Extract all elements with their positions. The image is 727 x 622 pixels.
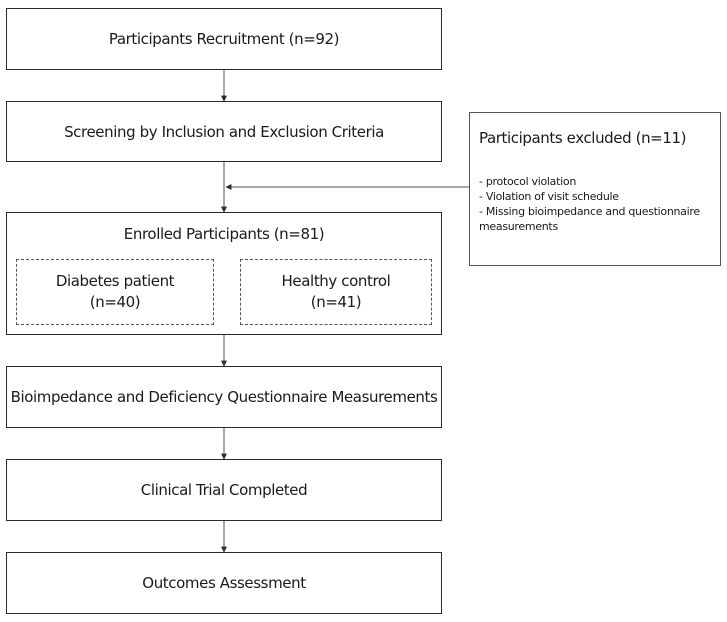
enrolled-title: Enrolled Participants (n=81) [123,225,325,243]
healthy-group-label: Healthy control [281,272,391,290]
screening-box: Screening by Inclusion and Exclusion Cri… [6,101,442,162]
completed-label: Clinical Trial Completed [140,481,308,499]
excluded-reason: - Violation of visit schedule [479,190,619,203]
measurements-label: Bioimpedance and Deficiency Questionnair… [10,388,438,406]
outcomes-box: Outcomes Assessment [6,552,442,614]
excluded-reason: - protocol violation [479,175,576,188]
screening-label: Screening by Inclusion and Exclusion Cri… [64,122,384,141]
excluded-box: Participants excluded (n=11) - protocol … [469,112,721,266]
recruitment-label: Participants Recruitment (n=92) [108,30,340,48]
diabetes-group-count: (n=40) [89,293,141,311]
healthy-group-count: (n=41) [310,293,362,311]
measurements-box: Bioimpedance and Deficiency Questionnair… [6,366,442,428]
excluded-title: Participants excluded (n=11) [479,129,687,147]
recruitment-box: Participants Recruitment (n=92) [6,8,442,70]
diabetes-group-box: Diabetes patient (n=40) [16,259,214,325]
excluded-reasons-list: - protocol violation - Violation of visi… [479,174,714,234]
healthy-group-box: Healthy control (n=41) [240,259,432,325]
enrolled-box: Enrolled Participants (n=81) Diabetes pa… [6,212,442,335]
diabetes-group-label: Diabetes patient [55,272,175,290]
outcomes-label: Outcomes Assessment [142,574,306,592]
excluded-reason: - Missing bioimpedance and questionnaire… [479,205,700,233]
completed-box: Clinical Trial Completed [6,459,442,521]
